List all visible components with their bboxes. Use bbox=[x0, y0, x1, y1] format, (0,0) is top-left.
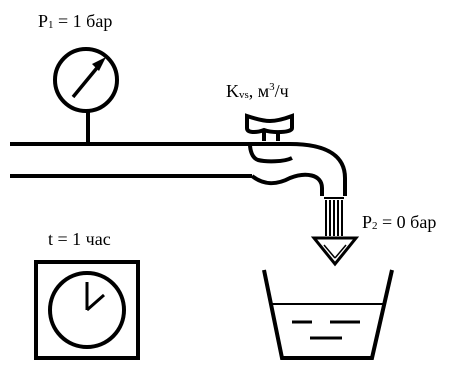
pipe bbox=[10, 144, 345, 196]
flow-arrow-icon bbox=[314, 198, 356, 264]
kvs-label: Kvs, м3/ч bbox=[226, 82, 289, 100]
time-label: t = 1 час bbox=[48, 230, 111, 248]
clock-icon bbox=[36, 262, 138, 358]
p1-label: P1 = 1 бар bbox=[38, 12, 112, 30]
water-tap-icon bbox=[247, 116, 292, 161]
p2-label: P2 = 0 бар bbox=[362, 213, 436, 231]
pressure-gauge-icon bbox=[55, 49, 117, 144]
water-bucket-icon bbox=[264, 270, 392, 358]
